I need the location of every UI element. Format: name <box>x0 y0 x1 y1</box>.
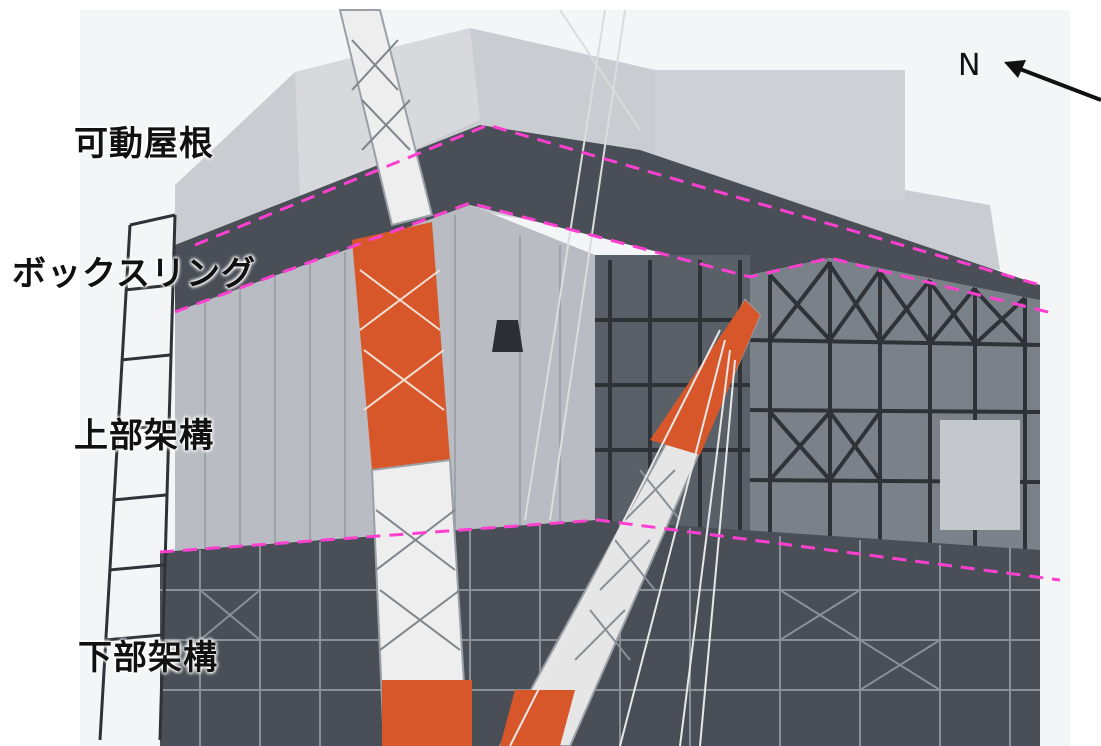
north-label: N <box>958 48 981 83</box>
boundary-line-box-ring <box>174 201 1053 315</box>
boundary-line-roof <box>194 123 1041 287</box>
north-arrow-icon <box>1004 60 1101 102</box>
label-movable-roof: 可動屋根 <box>74 124 214 164</box>
vent-opening <box>492 320 523 352</box>
boundary-line-upper-lower <box>159 518 1061 582</box>
crane-cables <box>524 9 641 521</box>
left-scaffold-tower <box>98 213 177 741</box>
right-frame-light-panel <box>940 420 1020 530</box>
label-lower-frame: 下部架構 <box>78 638 218 678</box>
boundary-dashed-lines <box>159 123 1061 582</box>
right-frame-cross-bracing <box>749 260 1041 550</box>
label-upper-frame: 上部架構 <box>74 416 214 456</box>
label-box-ring: ボックスリング <box>12 254 256 294</box>
